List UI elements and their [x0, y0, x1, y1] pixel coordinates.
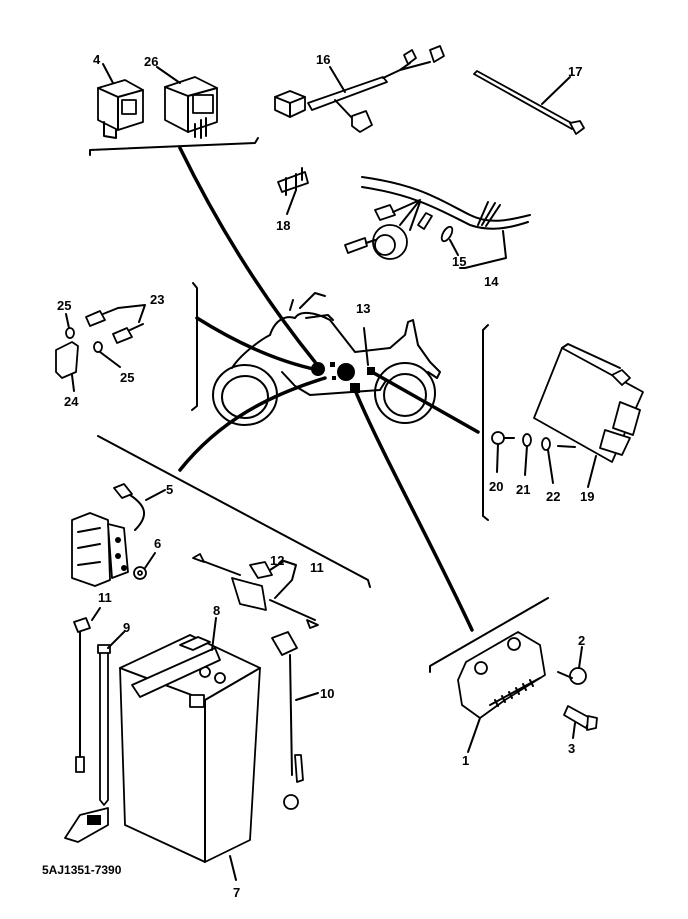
leader-23 — [117, 304, 146, 323]
battery-lead-11[interactable] — [73, 617, 91, 773]
label-26[interactable]: 26 — [144, 54, 158, 69]
fuse-15[interactable] — [440, 225, 455, 243]
label-9[interactable]: 9 — [123, 620, 130, 635]
leader-11 — [91, 607, 101, 621]
leader-7 — [229, 855, 237, 881]
starter-relay-5[interactable] — [71, 483, 145, 587]
relay-group-bracket — [89, 137, 259, 156]
label-14-top[interactable]: 14 — [484, 274, 499, 289]
label-19[interactable]: 19 — [580, 489, 594, 504]
leader-17 — [541, 76, 571, 105]
label-10[interactable]: 10 — [320, 686, 334, 701]
relay-26[interactable] — [164, 76, 218, 139]
label-17[interactable]: 17 — [568, 64, 582, 79]
battery-band-8[interactable] — [131, 647, 221, 698]
leader-20 — [496, 443, 499, 473]
label-8[interactable]: 8 — [213, 603, 220, 618]
leader-10 — [295, 692, 319, 701]
drawing-code: 5AJ1351-7390 — [42, 863, 122, 877]
cap-13[interactable] — [249, 561, 273, 579]
left-group-bracket — [191, 282, 198, 411]
label-24[interactable]: 24 — [64, 394, 79, 409]
fuse-clip-18[interactable] — [277, 167, 309, 196]
label-23[interactable]: 23 — [150, 292, 164, 307]
breather-pipe-9[interactable] — [97, 644, 111, 806]
label-1[interactable]: 1 — [462, 753, 469, 768]
label-25-a[interactable]: 25 — [57, 298, 71, 313]
washer-25-b[interactable] — [93, 341, 103, 353]
label-3[interactable]: 3 — [568, 741, 575, 756]
igniter-unit-19[interactable] — [533, 343, 644, 463]
bolt-3[interactable] — [563, 705, 598, 731]
terminal-cover[interactable] — [64, 807, 109, 843]
label-2[interactable]: 2 — [578, 633, 585, 648]
label-21[interactable]: 21 — [516, 482, 530, 497]
leader-4 — [102, 63, 114, 84]
relay-4[interactable] — [97, 79, 144, 139]
leader-3 — [572, 722, 576, 739]
leader-19 — [587, 455, 597, 488]
sub-wire-harness-16[interactable] — [274, 45, 445, 133]
washer-25-a[interactable] — [65, 327, 75, 339]
right-group-bracket — [482, 324, 489, 521]
leader-15 — [449, 239, 459, 256]
bolt-20[interactable] — [491, 431, 515, 445]
leader-14-top — [459, 230, 507, 269]
igniter-mount-line — [557, 445, 576, 448]
leader-24 — [71, 374, 75, 392]
grommet-22[interactable] — [541, 437, 551, 451]
switch-23[interactable] — [85, 307, 144, 344]
nut-6[interactable] — [133, 566, 147, 580]
leader-5 — [145, 489, 166, 501]
label-14-center[interactable]: 13 — [356, 301, 370, 316]
leader-8 — [211, 617, 217, 651]
lower-right-group-bracket — [429, 597, 549, 673]
bracket-24[interactable] — [55, 341, 79, 379]
leader-9 — [107, 631, 125, 649]
leader-25-b — [99, 351, 121, 368]
leader-2 — [578, 646, 583, 669]
rectifier-regulator-1[interactable] — [457, 631, 546, 719]
label-15[interactable]: 15 — [452, 254, 466, 269]
label-6[interactable]: 6 — [154, 536, 161, 551]
lower-left-group-bracket — [97, 435, 371, 588]
label-16[interactable]: 16 — [316, 52, 330, 67]
label-18[interactable]: 18 — [276, 218, 290, 233]
leader-22 — [547, 449, 554, 484]
washer-21[interactable] — [522, 433, 532, 447]
label-20[interactable]: 20 — [489, 479, 503, 494]
lead-wire-10[interactable] — [271, 631, 304, 810]
label-7[interactable]: 7 — [233, 885, 240, 900]
motorcycle-outline — [212, 292, 441, 426]
harness-connectors — [311, 362, 375, 393]
leader-26 — [156, 66, 181, 84]
leader-6 — [144, 552, 156, 569]
label-11[interactable]: 11 — [98, 590, 112, 605]
leader-14-center — [363, 327, 369, 366]
leader-25-a — [65, 313, 70, 329]
bolt-2[interactable] — [557, 667, 587, 685]
label-4[interactable]: 4 — [93, 52, 101, 67]
leader-16 — [329, 66, 346, 93]
label-5[interactable]: 5 — [166, 482, 173, 497]
leader-21 — [524, 445, 528, 476]
connection-lines — [178, 146, 480, 632]
switch-assembly-12[interactable] — [192, 553, 319, 629]
label-12[interactable]: 11 — [310, 560, 324, 575]
part-labels: 4 26 16 17 18 15 14 23 25 25 24 13 20 21… — [57, 52, 594, 900]
label-22[interactable]: 22 — [546, 489, 560, 504]
wire-harness-14[interactable] — [344, 176, 531, 260]
leader-1 — [467, 717, 481, 753]
battery-7[interactable] — [119, 634, 261, 863]
label-25-b[interactable]: 25 — [120, 370, 134, 385]
leader-12-13 — [269, 560, 297, 599]
leader-18 — [286, 189, 297, 215]
label-13[interactable]: 12 — [270, 553, 284, 568]
cable-tie-17[interactable] — [473, 70, 585, 135]
